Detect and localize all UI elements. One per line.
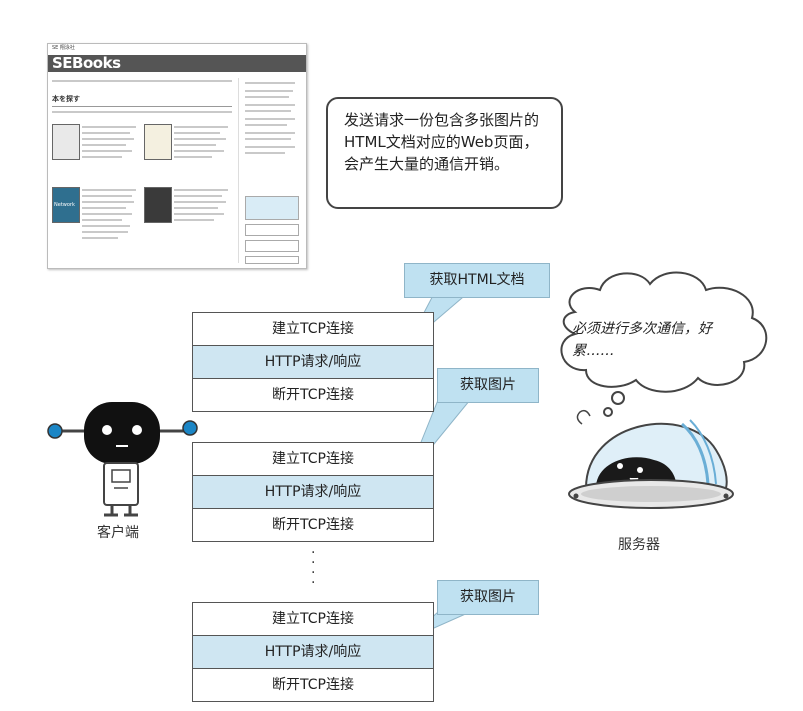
row-establish-tcp: 建立TCP连接 [193,313,433,346]
connection-sequence-3: 建立TCP连接 HTTP请求/响应 断开TCP连接 [192,602,434,702]
client-robot [47,402,198,517]
book-cover: Network [52,187,80,223]
thumb-heading: 本を探す [52,95,80,103]
thought-dot [603,407,613,417]
connection-sequence-2: 建立TCP连接 HTTP请求/响应 断开TCP连接 [192,442,434,542]
thumb-line [245,104,295,106]
dome-base-inner [581,486,721,502]
thumb-line [52,80,232,82]
sidebar-box [245,240,299,252]
thumb-line [245,132,295,134]
callout-get-html: 获取HTML文档 [404,263,550,298]
creature-eye [617,463,623,469]
book-cover-text: Network [54,202,75,208]
webpage-screenshot: SE 翔泳社 SEBooks 本を探す Network [47,43,307,269]
thumb-line [174,213,224,215]
dome-rivet [573,493,579,499]
thought-cloud-shape [560,271,768,393]
server-label: 服务器 [618,537,660,553]
thumb-line [174,189,228,191]
server-thought-text: 必须进行多次通信，好累…… [572,321,712,359]
thumb-line [245,152,285,154]
thumb-line [82,237,118,239]
note-bubble: 发送请求一份包含多张图片的HTML文档对应的Web页面，会产生大量的通信开销。 [326,97,563,209]
sidebar-box [245,256,299,264]
thumb-line [82,201,134,203]
thumb-logo: SEBooks [52,54,121,72]
thumb-line [174,195,222,197]
thumb-line [82,150,132,152]
thumb-line [82,195,132,197]
thumb-line [245,138,291,140]
ellipsis-dots: ···· [311,545,316,591]
thumb-line [82,144,126,146]
thumb-line [82,126,136,128]
thumb-line [174,132,220,134]
note-text: 发送请求一份包含多张图片的HTML文档对应的Web页面，会产生大量的通信开销。 [344,111,540,173]
thumb-line [174,144,216,146]
thumb-line [82,156,122,158]
thumb-line [82,225,130,227]
book-cover [144,124,172,160]
thumb-line [82,207,126,209]
sidebar-box [245,224,299,236]
row-close-tcp: 断开TCP连接 [193,669,433,701]
book-cover [52,124,80,160]
thumb-line [174,207,218,209]
creature-eye [637,467,643,473]
robot-hand [182,420,198,436]
robot-eye [102,425,112,435]
thumb-sidebar [238,78,301,264]
dome-shine [681,422,710,485]
server-dome [568,409,734,509]
row-establish-tcp: 建立TCP连接 [193,443,433,476]
thought-dot [611,391,625,405]
thumb-line [174,126,228,128]
sidebar-box [245,196,299,220]
thumb-line [245,90,293,92]
book-cover [144,187,172,223]
thumb-line [245,96,289,98]
row-establish-tcp: 建立TCP连接 [193,603,433,636]
sweat-icon [576,409,591,425]
dome-shine [689,419,717,485]
thumb-line [82,138,134,140]
thumb-line [82,189,136,191]
client-label: 客户端 [97,525,139,541]
thumb-line [245,118,295,120]
dome-rivet [723,493,729,499]
thumb-navbar [48,55,306,72]
thumb-line [82,132,130,134]
thumb-line [82,213,132,215]
thumb-line [174,150,224,152]
callout-get-image-1: 获取图片 [437,368,539,403]
thumb-line [82,231,128,233]
thought-cloud [560,271,768,417]
robot-head [84,402,160,464]
thumb-topbar: SE 翔泳社 [52,45,75,51]
thumb-line [174,201,226,203]
row-http-request-response: HTTP请求/响应 [193,636,433,669]
thumb-line [245,124,287,126]
row-http-request-response: HTTP请求/响应 [193,476,433,509]
row-http-request-response: HTTP请求/响应 [193,346,433,379]
thumb-line [245,146,295,148]
callout-get-image-2: 获取图片 [437,580,539,615]
thumb-line [245,110,291,112]
robot-hand [47,423,63,439]
robot-panel [111,469,131,483]
thumb-line [174,138,226,140]
thumb-line [82,219,122,221]
connection-sequence-1: 建立TCP连接 HTTP请求/响应 断开TCP连接 [192,312,434,412]
thumb-line [174,156,212,158]
row-close-tcp: 断开TCP连接 [193,509,433,541]
thumb-line [52,111,232,113]
thumb-line [52,106,232,107]
row-close-tcp: 断开TCP连接 [193,379,433,411]
thumb-line [245,82,295,84]
robot-eye [132,425,142,435]
thumb-line [174,219,214,221]
